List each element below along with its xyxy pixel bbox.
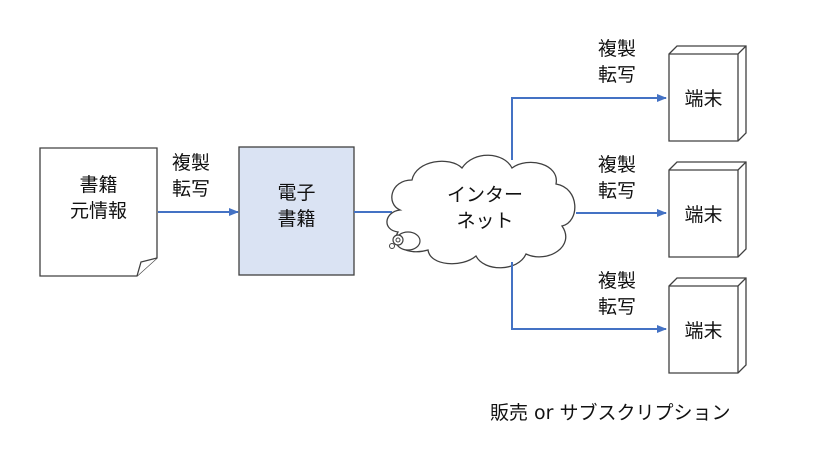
document-fold xyxy=(136,257,158,277)
edge-label-line2: 転写 xyxy=(172,178,211,200)
edge-label-terminal-2-line1: 複製 xyxy=(598,154,637,176)
terminal-box-1 xyxy=(668,45,747,142)
ebook-label: 電子 書籍 xyxy=(239,180,354,232)
edge-label-terminal-2-line2: 転写 xyxy=(598,180,637,202)
edge-label-line1: 複製 xyxy=(172,152,211,174)
terminal-label-1: 端末 xyxy=(684,88,723,110)
internet-line2: ネット xyxy=(456,210,514,232)
source-document-line1: 書籍 xyxy=(79,174,118,196)
edge-label-terminal-3-line1: 複製 xyxy=(598,270,637,292)
ebook-box xyxy=(238,146,355,276)
edge-label-terminal-3-line2: 転写 xyxy=(598,296,637,318)
internet-cloud xyxy=(386,154,576,269)
edge-label-doc-to-ebook: 複製 転写 xyxy=(172,150,210,202)
arrow-internet-to-terminal-3 xyxy=(511,262,667,333)
internet-label: インター ネット xyxy=(420,182,550,234)
edge-label-terminal-3: 複製 転写 xyxy=(598,268,636,320)
edge-label-terminal-1-line1: 複製 xyxy=(598,38,637,60)
terminal-box-3 xyxy=(668,277,747,374)
edge-label-terminal-1: 複製 転写 xyxy=(598,36,636,88)
source-document-line2: 元情報 xyxy=(69,200,127,222)
terminal-box-2 xyxy=(668,161,747,258)
source-document-label: 書籍 元情報 xyxy=(40,172,157,224)
terminal-label-2: 端末 xyxy=(684,204,723,226)
terminal-label-3: 端末 xyxy=(684,320,723,342)
edge-label-terminal-2: 複製 転写 xyxy=(598,152,636,204)
footer-caption: 販売 or サブスクリプション xyxy=(490,402,731,424)
edge-label-terminal-1-line2: 転写 xyxy=(598,64,637,86)
ebook-line2: 書籍 xyxy=(277,208,316,230)
ebook-line1: 電子 xyxy=(277,182,316,204)
arrow-internet-to-terminal-1 xyxy=(511,94,667,160)
internet-line1: インター xyxy=(446,184,523,206)
